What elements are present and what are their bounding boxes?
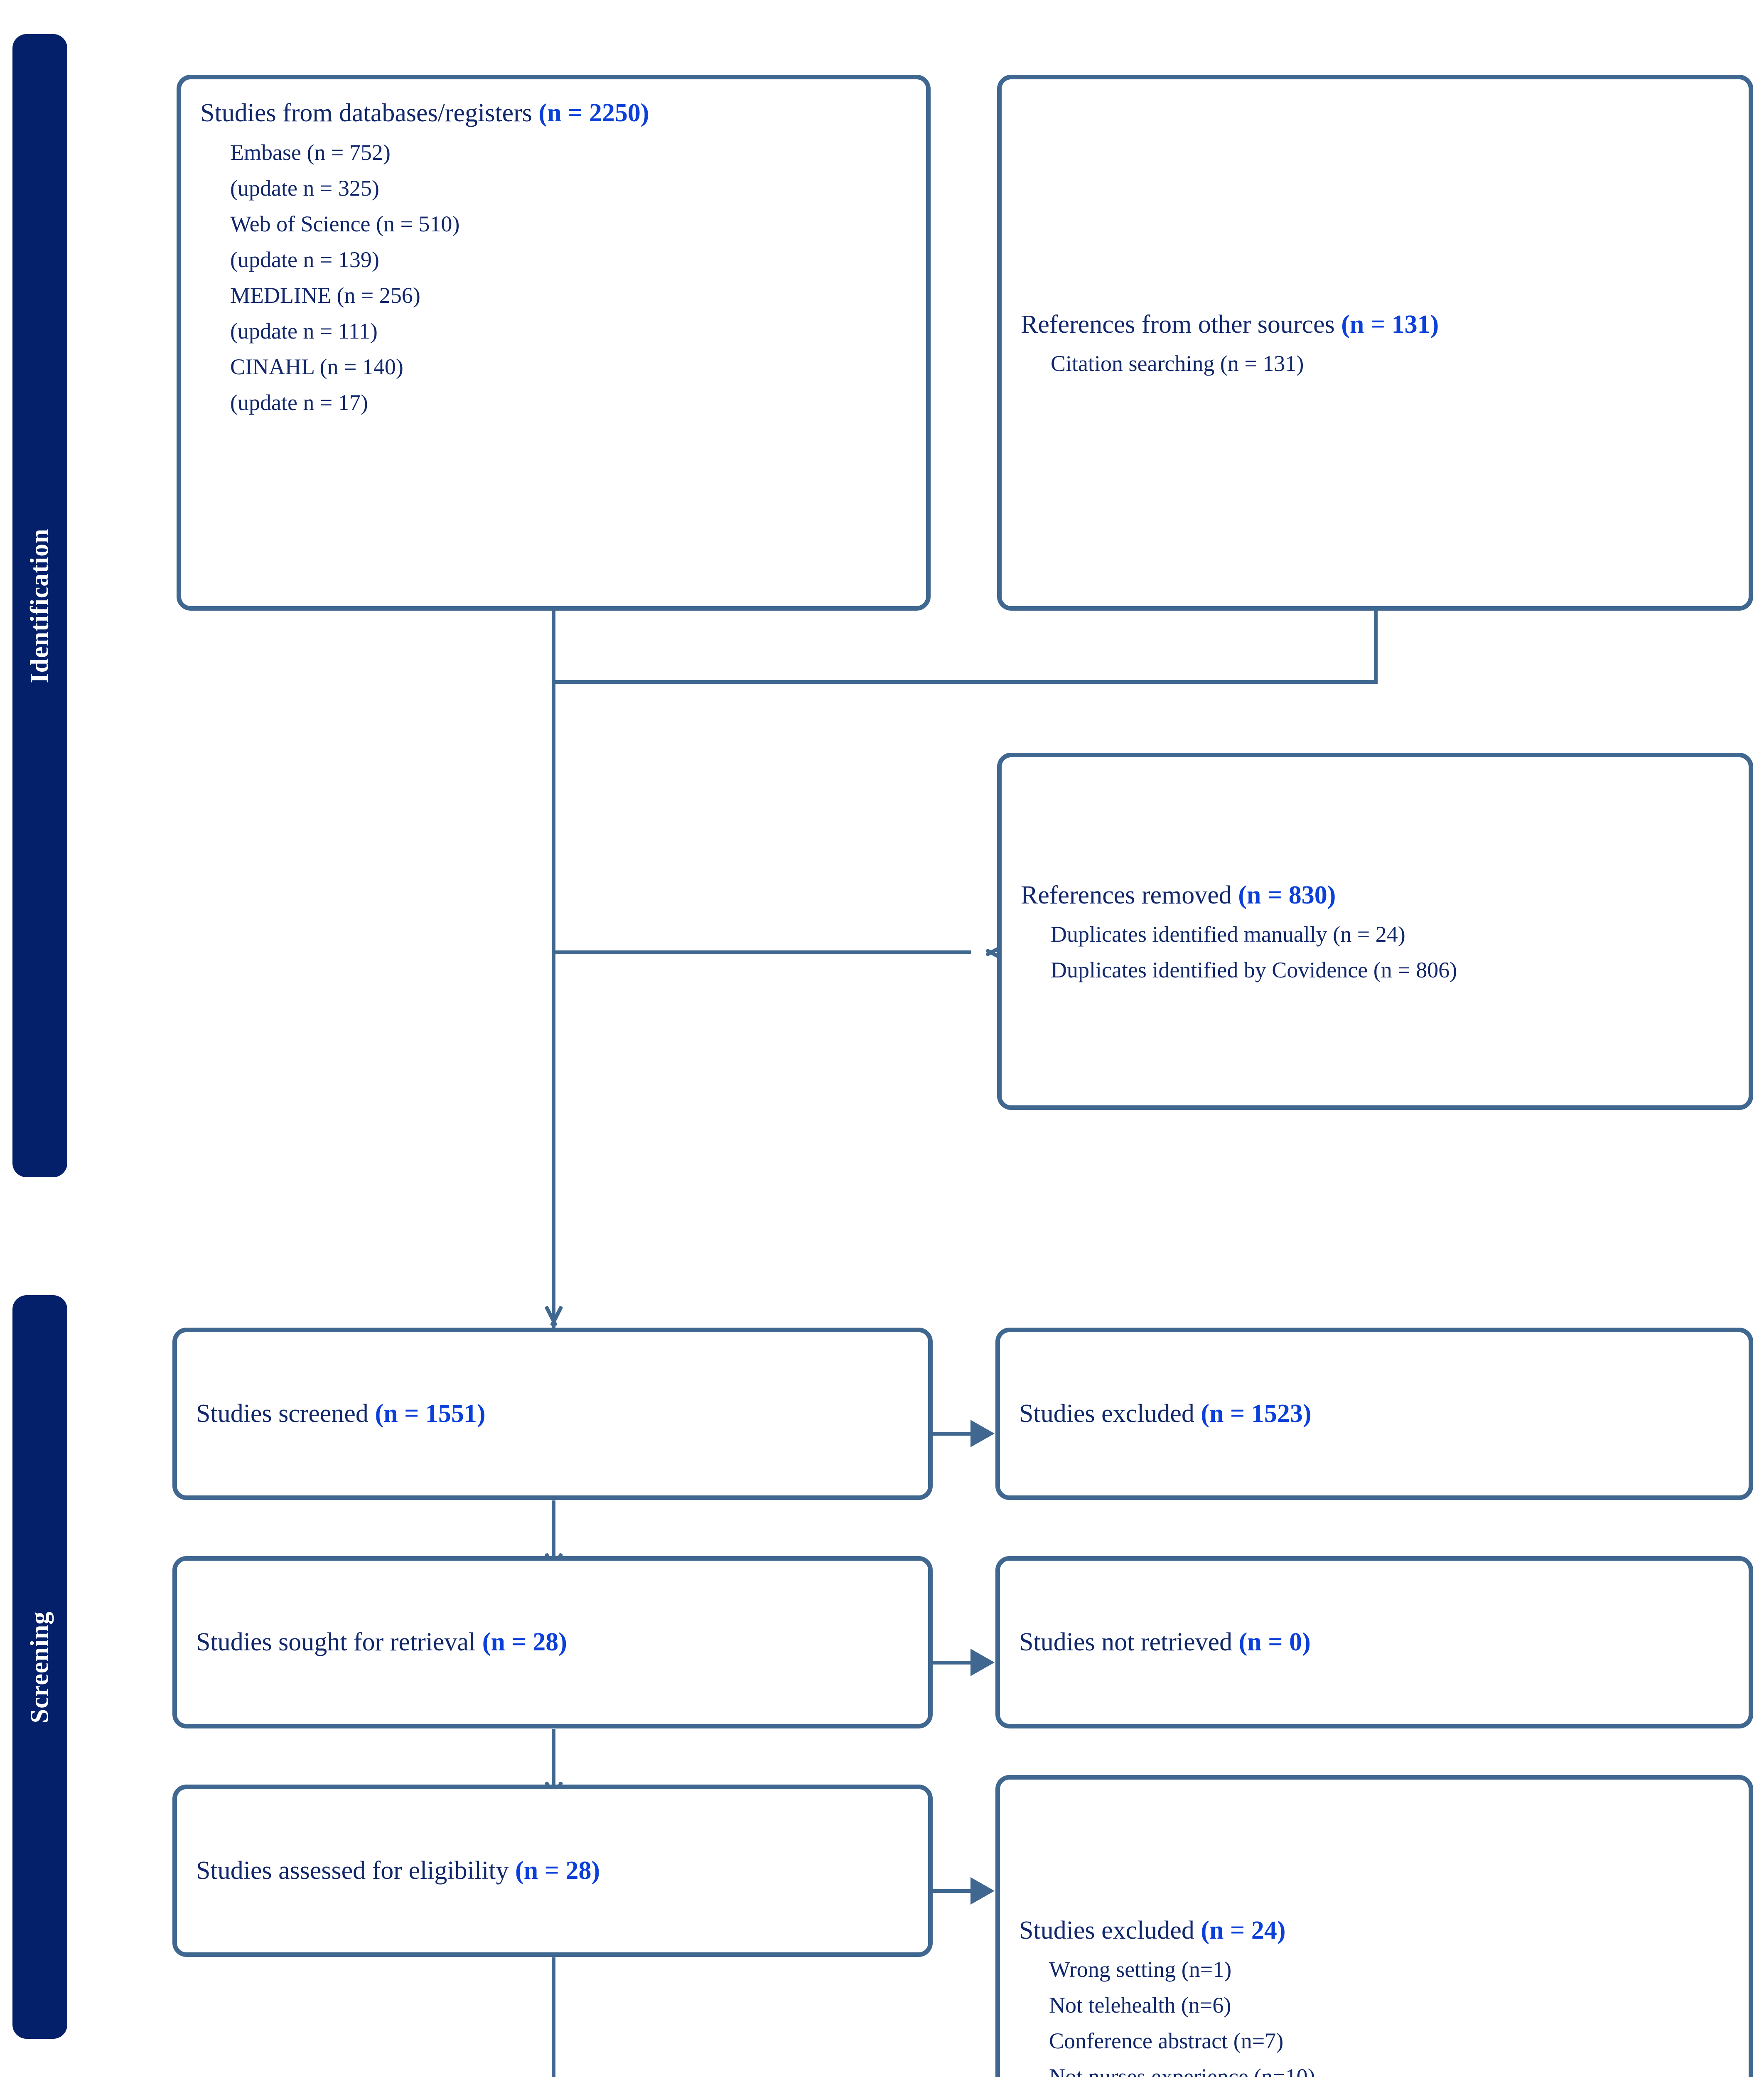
box-references-removed-title: References removed (n = 830) [1002, 881, 1749, 909]
box-sought-for-retrieval-title: Studies sought for retrieval (n = 28) [177, 1628, 928, 1656]
arrowhead-sought-to-not-retrieved [970, 1649, 995, 1676]
box-studies-excluded-fulltext-count: (n = 24) [1201, 1916, 1286, 1944]
connector-screened-to-excluded [931, 1432, 976, 1436]
box-studies-excluded-fulltext-title: Studies excluded (n = 24) [1000, 1916, 1749, 1944]
box-sought-for-retrieval-count: (n = 28) [482, 1628, 567, 1657]
box-databases-sub-2: Web of Science (n = 510) [230, 211, 460, 236]
box-studies-excluded-screening-count: (n = 1523) [1201, 1399, 1312, 1428]
box-other-sources-title-text: References from other sources [1021, 310, 1341, 339]
box-assessed-for-eligibility-title: Studies assessed for eligibility (n = 28… [177, 1857, 928, 1885]
arrowhead-eligibility-to-excluded [970, 1877, 995, 1905]
box-databases-sub-4: MEDLINE (n = 256) [230, 282, 420, 308]
box-databases-sub-3: (update n = 139) [230, 247, 379, 272]
box-studies-screened-count: (n = 1551) [375, 1399, 486, 1428]
box-references-removed-sub-0: Duplicates identified manually (n = 24) [1051, 922, 1405, 947]
box-databases-title: Studies from databases/registers (n = 22… [181, 99, 926, 127]
arrowhead-to-references-removed [963, 938, 990, 967]
box-assessed-for-eligibility: Studies assessed for eligibility (n = 28… [172, 1785, 933, 1957]
box-references-removed-sub-1: Duplicates identified by Covidence (n = … [1051, 957, 1457, 983]
box-not-retrieved-title: Studies not retrieved (n = 0) [1000, 1628, 1749, 1656]
box-studies-screened-title: Studies screened (n = 1551) [177, 1400, 928, 1428]
box-studies-excluded-fulltext-title-text: Studies excluded [1019, 1916, 1201, 1944]
connector-to-references-removed [552, 950, 971, 954]
connector-merge-horizontal [552, 680, 1378, 684]
box-studies-excluded-screening-title: Studies excluded (n = 1523) [1000, 1400, 1749, 1428]
box-not-retrieved: Studies not retrieved (n = 0) [995, 1556, 1753, 1728]
phase-label-screening: Screening [25, 1611, 54, 1723]
connector-other-sources-down [1374, 607, 1378, 683]
box-studies-excluded-fulltext-reason-0: Wrong setting (n=1) [1049, 1957, 1232, 1982]
box-databases-sub-6: CINAHL (n = 140) [230, 354, 403, 379]
box-databases-title-text: Studies from databases/registers [200, 99, 539, 127]
connector-eligibility-to-excluded [931, 1889, 976, 1893]
box-studies-excluded-screening: Studies excluded (n = 1523) [995, 1328, 1753, 1500]
box-databases-sub-1: (update n = 325) [230, 175, 379, 201]
box-other-sources-sub-0: Citation searching (n = 131) [1051, 351, 1304, 376]
box-databases-sub-7: (update n = 17) [230, 390, 368, 415]
box-studies-screened-title-text: Studies screened [196, 1399, 375, 1428]
box-databases-count: (n = 2250) [538, 99, 649, 127]
box-studies-excluded-fulltext-reason-2: Conference abstract (n=7) [1049, 2028, 1284, 2054]
connector-trunk-down [552, 680, 555, 1328]
box-assessed-for-eligibility-count: (n = 28) [515, 1856, 600, 1885]
box-assessed-for-eligibility-title-text: Studies assessed for eligibility [196, 1856, 516, 1885]
box-references-removed-title-text: References removed [1021, 881, 1238, 909]
box-sought-for-retrieval-title-text: Studies sought for retrieval [196, 1628, 482, 1657]
connector-databases-down [552, 607, 555, 683]
box-not-retrieved-title-text: Studies not retrieved [1019, 1628, 1239, 1657]
phase-bar-screening: Screening [12, 1295, 67, 2039]
box-databases-sub-5: (update n = 111) [230, 318, 378, 344]
box-other-sources-count: (n = 131) [1341, 310, 1439, 339]
box-studies-excluded-fulltext-reason-1: Not telehealth (n=6) [1049, 1993, 1231, 2018]
arrowhead-screened-to-excluded [970, 1420, 995, 1447]
connector-sought-to-not-retrieved [931, 1661, 976, 1665]
box-studies-screened: Studies screened (n = 1551) [172, 1328, 933, 1500]
box-sought-for-retrieval: Studies sought for retrieval (n = 28) [172, 1556, 933, 1728]
box-studies-excluded-screening-title-text: Studies excluded [1019, 1399, 1201, 1428]
connector-screened-to-sought [552, 1500, 555, 1575]
box-references-removed-count: (n = 830) [1238, 881, 1336, 909]
box-databases-registers: Studies from databases/registers (n = 22… [177, 75, 931, 611]
phase-bar-identification: Identification [12, 34, 67, 1177]
box-not-retrieved-count: (n = 0) [1238, 1628, 1311, 1657]
box-other-sources: References from other sources (n = 131) … [997, 75, 1753, 611]
box-databases-sub-0: Embase (n = 752) [230, 140, 391, 165]
box-other-sources-title: References from other sources (n = 131) [1002, 310, 1749, 339]
box-studies-excluded-fulltext: Studies excluded (n = 24) Wrong setting … [995, 1775, 1753, 2077]
box-studies-excluded-fulltext-reason-3: Not nurses experience (n=10) [1049, 2064, 1315, 2077]
box-references-removed: References removed (n = 830) Duplicates … [997, 753, 1753, 1110]
phase-label-identification: Identification [25, 528, 54, 683]
connector-sought-to-eligibility [552, 1729, 555, 1804]
connector-eligibility-to-included [552, 1957, 555, 2077]
